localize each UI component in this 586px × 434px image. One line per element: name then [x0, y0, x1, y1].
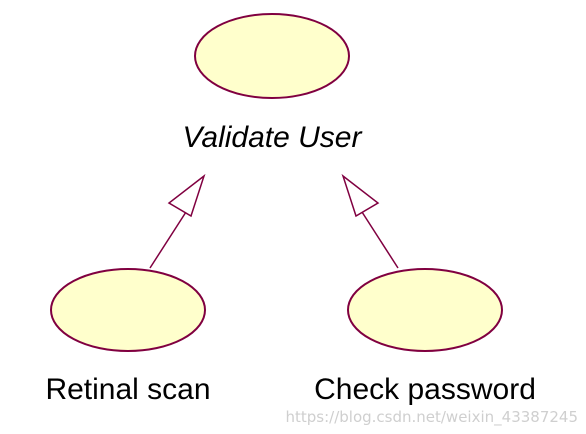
- generalization-line: [149, 211, 187, 269]
- use-case-label-check-password: Check password: [314, 373, 536, 406]
- use-case-ellipse[interactable]: [194, 13, 350, 99]
- generalization-line: [361, 211, 399, 269]
- watermark: https://blog.csdn.net/weixin_43387245: [285, 408, 578, 427]
- use-case-retinal-scan[interactable]: Retinal scan: [45, 268, 211, 406]
- generalization-check-password-to-validate-user: [341, 173, 399, 269]
- use-case-validate-user[interactable]: Validate User: [183, 13, 363, 154]
- use-case-label-retinal-scan: Retinal scan: [45, 373, 210, 406]
- generalization-arrowhead-icon: [341, 173, 380, 218]
- use-case-check-password[interactable]: Check password: [314, 268, 536, 406]
- use-case-ellipse[interactable]: [347, 268, 503, 352]
- generalization-retinal-scan-to-validate-user: [149, 173, 206, 269]
- use-case-ellipse[interactable]: [50, 268, 206, 352]
- generalization-arrowhead-icon: [167, 173, 206, 218]
- use-case-label-validate-user: Validate User: [183, 121, 363, 154]
